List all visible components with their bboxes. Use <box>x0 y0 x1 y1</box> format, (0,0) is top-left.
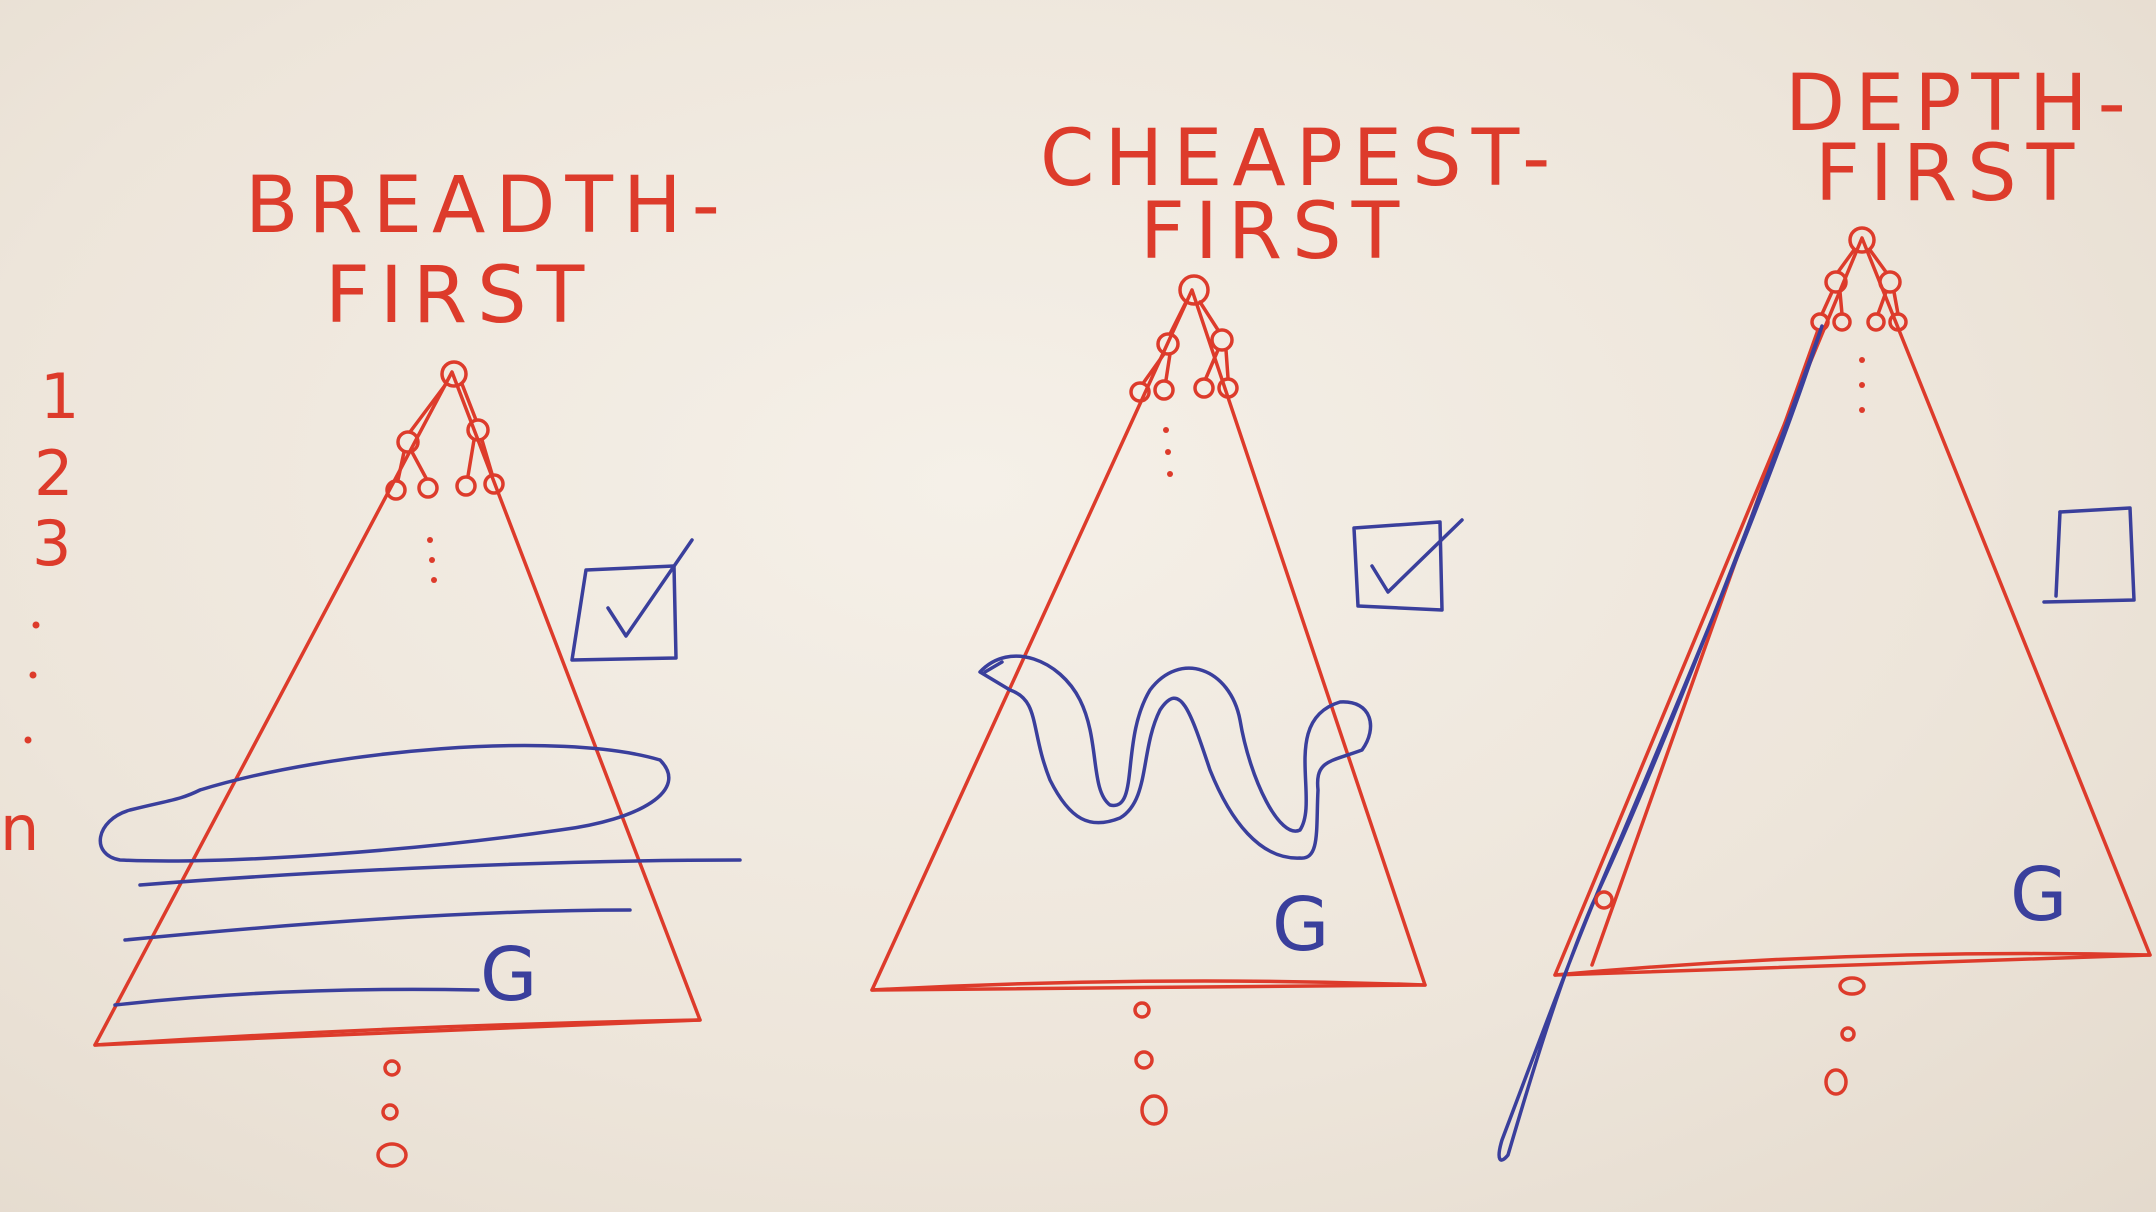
cheapest-complete-checkbox <box>1352 518 1464 612</box>
breadth-complete-checkbox <box>570 538 694 662</box>
depth-tree-base <box>1553 951 2152 977</box>
level-ellipsis-dot <box>32 621 40 629</box>
level-labels: 1 2 3 n <box>0 360 89 865</box>
cheapest-continuation-dots <box>1133 1001 1168 1126</box>
cheapest-title-line1: CHEAPEST- <box>1040 114 1560 204</box>
breadth-first-panel: BREADTH- FIRST 1 2 3 n <box>0 161 742 1168</box>
cheapest-tree-base <box>870 979 1427 992</box>
level-label-n: n <box>0 792 49 865</box>
breadth-tree-base <box>93 1018 702 1047</box>
cheapest-search-tree <box>870 288 1427 992</box>
depth-search-tree <box>1553 236 2152 977</box>
depth-dive-path <box>1497 324 1824 1162</box>
cheapest-tree-nodes <box>1129 274 1239 477</box>
depth-continuation-dots <box>1824 976 1866 1096</box>
depth-tree-nodes <box>1810 226 1908 413</box>
depth-goal-label: G <box>2010 852 2067 938</box>
cheapest-first-panel: CHEAPEST- FIRST G <box>870 114 1560 1126</box>
level-ellipsis-dot <box>24 736 32 744</box>
depth-title-line1: DEPTH- <box>1785 59 2136 149</box>
level-ellipsis-dot <box>29 671 37 679</box>
cheapest-cost-contour <box>978 654 1373 860</box>
level-label-3: 3 <box>32 507 81 580</box>
depth-incomplete-checkbox <box>2042 506 2136 604</box>
breadth-sweep-lines <box>98 743 742 1007</box>
depth-first-panel: DEPTH- FIRST G <box>1497 59 2152 1162</box>
breadth-tree-nodes <box>385 360 505 583</box>
cheapest-goal-label: G <box>1272 882 1329 968</box>
breadth-search-tree <box>93 370 702 1047</box>
breadth-continuation-dots <box>376 1059 408 1168</box>
depth-title-line2: FIRST <box>1815 129 2084 219</box>
breadth-title-line2: FIRST <box>325 251 594 341</box>
breadth-goal-label: G <box>480 932 537 1018</box>
cheapest-title-line2: FIRST <box>1140 187 1409 277</box>
level-label-1: 1 <box>40 360 89 433</box>
breadth-title-line1: BREADTH- <box>245 161 730 251</box>
level-label-2: 2 <box>34 437 83 510</box>
